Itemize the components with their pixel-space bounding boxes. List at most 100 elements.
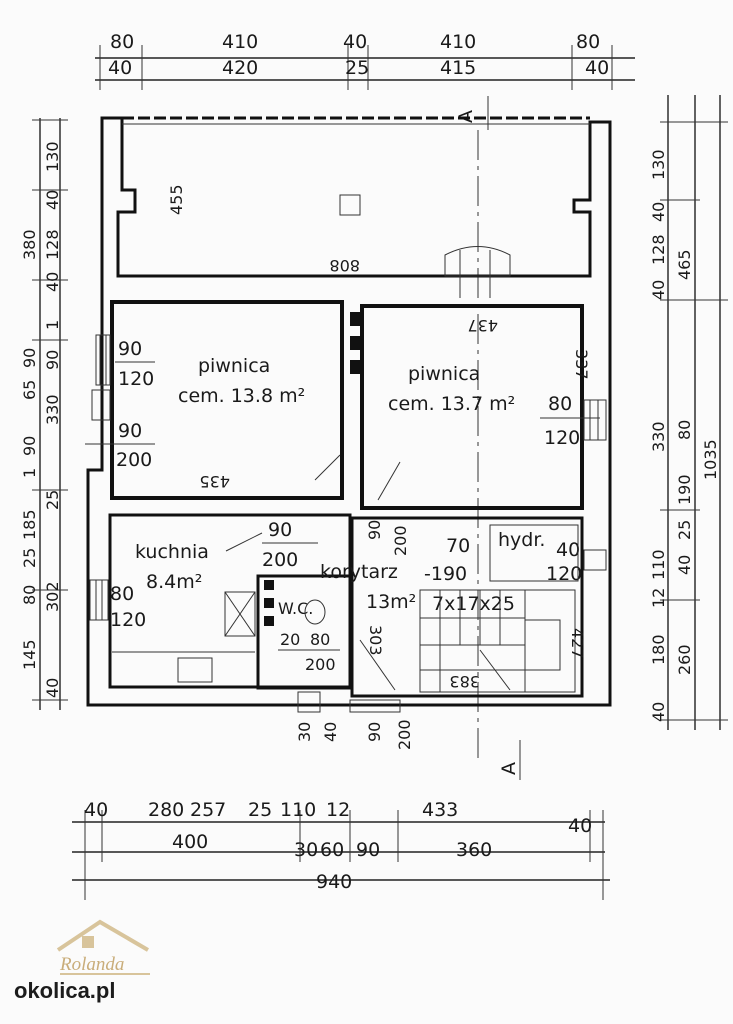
chimney-blocks [264, 312, 360, 626]
room-basement-right-area: cem. 13.7 m² [388, 393, 515, 415]
bottom-dim-1-a: 40 [84, 799, 108, 821]
section-line-a: A A [455, 96, 521, 780]
left-dim-6: 90 [20, 348, 39, 368]
right-dim-0: 130 [649, 149, 668, 180]
room-basement-left: piwnica cem. 13.8 m² 90 120 90 200 435 [85, 300, 344, 500]
win-left-lower-a: 90 [118, 420, 142, 442]
right-dim-10: 12 [649, 588, 668, 608]
room-corridor-name: korytarz [320, 561, 398, 583]
room-wc: W.C. 20 80 200 [256, 574, 352, 690]
left-dim-13: 185 [20, 509, 39, 540]
left-dim-17: 145 [20, 639, 39, 670]
left-dim-0: 130 [43, 141, 62, 172]
right-dim-5: 330 [649, 421, 668, 452]
win-right-a: 80 [548, 393, 572, 415]
section-mark-bottom: A [498, 762, 520, 775]
bottom-dim-1-f: 12 [326, 799, 350, 821]
top-dim-2-b: 420 [222, 57, 258, 79]
door-kitchen-a: 90 [268, 519, 292, 541]
top-dim-2-c: 25 [345, 57, 369, 79]
watermark: okolica.pl [14, 978, 116, 1003]
left-dim-11: 1 [20, 468, 39, 478]
door-hydr-b: 40 [556, 539, 580, 561]
left-dim-18: 40 [43, 678, 62, 698]
dim-303: 303 [366, 625, 385, 656]
left-dim-4: 380 [20, 229, 39, 260]
room-corridor: korytarz -190 13m² 90 200 70 hydr. 40 12… [320, 516, 587, 698]
bottom-opening-dims: 30 40 90 200 [295, 719, 414, 750]
left-dim-1: 40 [43, 190, 62, 210]
left-dim-15: 80 [20, 585, 39, 605]
top-dim-2-d: 415 [440, 57, 476, 79]
door-wc-a: 20 [280, 630, 300, 649]
top-dim-1-b: 410 [222, 31, 258, 53]
right-dim-4: 465 [675, 249, 694, 280]
bottom-dim-3-a: 940 [316, 871, 352, 893]
room-basement-right: piwnica cem. 13.7 m² 437 337 80 120 [360, 304, 600, 510]
win-left-upper-b: 120 [118, 368, 154, 390]
bottom-dimensions: 40 280 257 25 110 12 433 40 400 30 60 90… [72, 799, 610, 900]
top-dim-1-d: 410 [440, 31, 476, 53]
bottom-dim-2-c: 60 [320, 839, 344, 861]
room-basement-left-area: cem. 13.8 m² [178, 385, 305, 407]
left-dim-14: 25 [20, 548, 39, 568]
bottom-open-30: 30 [295, 722, 314, 742]
top-dim-1-a: 80 [110, 31, 134, 53]
building-outline [86, 116, 612, 707]
dim-337: 337 [572, 349, 591, 380]
left-dim-5: 1 [43, 320, 62, 330]
dim-435: 435 [199, 472, 230, 491]
bottom-dim-1-g: 433 [422, 799, 458, 821]
bottom-dim-2-e: 360 [456, 839, 492, 861]
door-corr-top-a: 90 [365, 520, 384, 540]
left-dim-7: 65 [20, 380, 39, 400]
room-kitchen-name: kuchnia [135, 541, 209, 563]
win-left-upper-a: 90 [118, 338, 142, 360]
right-dim-6: 80 [675, 420, 694, 440]
right-dimensions: 130 40 128 40 465 330 80 190 25 110 12 4… [649, 95, 728, 730]
left-dim-3: 40 [43, 272, 62, 292]
right-dim-15: 1035 [701, 439, 720, 480]
top-dim-1-e: 80 [576, 31, 600, 53]
room-basement-right-name: piwnica [408, 363, 480, 385]
right-dim-12: 180 [649, 634, 668, 665]
bottom-dim-2-d: 90 [356, 839, 380, 861]
left-dim-9: 330 [43, 394, 62, 425]
bottom-dim-1-c: 257 [190, 799, 226, 821]
door-wc-b: 80 [310, 630, 330, 649]
right-dim-2: 128 [649, 234, 668, 265]
dim-383: 383 [449, 672, 480, 691]
win-kitchen-a: 80 [110, 583, 134, 605]
left-dim-16: 302 [43, 581, 62, 612]
right-dim-3: 40 [649, 280, 668, 300]
right-dim-8: 25 [675, 520, 694, 540]
top-open-area: 455 808 [167, 184, 511, 298]
room-wc-name: W.C. [278, 599, 313, 618]
top-dim-1-c: 40 [343, 31, 367, 53]
room-corridor-level: -190 [424, 563, 467, 585]
top-dim-2-a: 40 [108, 57, 132, 79]
door-kitchen-b: 200 [262, 549, 298, 571]
agency-logo-text: Rolanda [59, 954, 124, 975]
room-basement-left-name: piwnica [198, 355, 270, 377]
room-kitchen-area: 8.4m² [146, 571, 202, 593]
room-corridor-area: 13m² [366, 591, 416, 613]
right-dim-13: 260 [675, 644, 694, 675]
door-hydr-c: 120 [546, 563, 582, 585]
dim-455: 455 [167, 184, 186, 215]
left-dim-12: 25 [43, 490, 62, 510]
left-dim-8: 90 [43, 350, 62, 370]
dim-427: 427 [568, 628, 587, 659]
win-left-lower-b: 200 [116, 449, 152, 471]
right-dim-14: 40 [649, 702, 668, 722]
bottom-dim-2-a: 400 [172, 831, 208, 853]
win-right-b: 120 [544, 427, 580, 449]
bottom-dim-1-h: 40 [568, 815, 592, 837]
top-dim-2-e: 40 [585, 57, 609, 79]
door-wc-c: 200 [305, 655, 336, 674]
door-corr-top-b: 200 [391, 525, 410, 556]
bottom-dim-2-b: 30 [294, 839, 318, 861]
dim-808: 808 [329, 256, 360, 275]
bottom-open-40: 40 [321, 722, 340, 742]
